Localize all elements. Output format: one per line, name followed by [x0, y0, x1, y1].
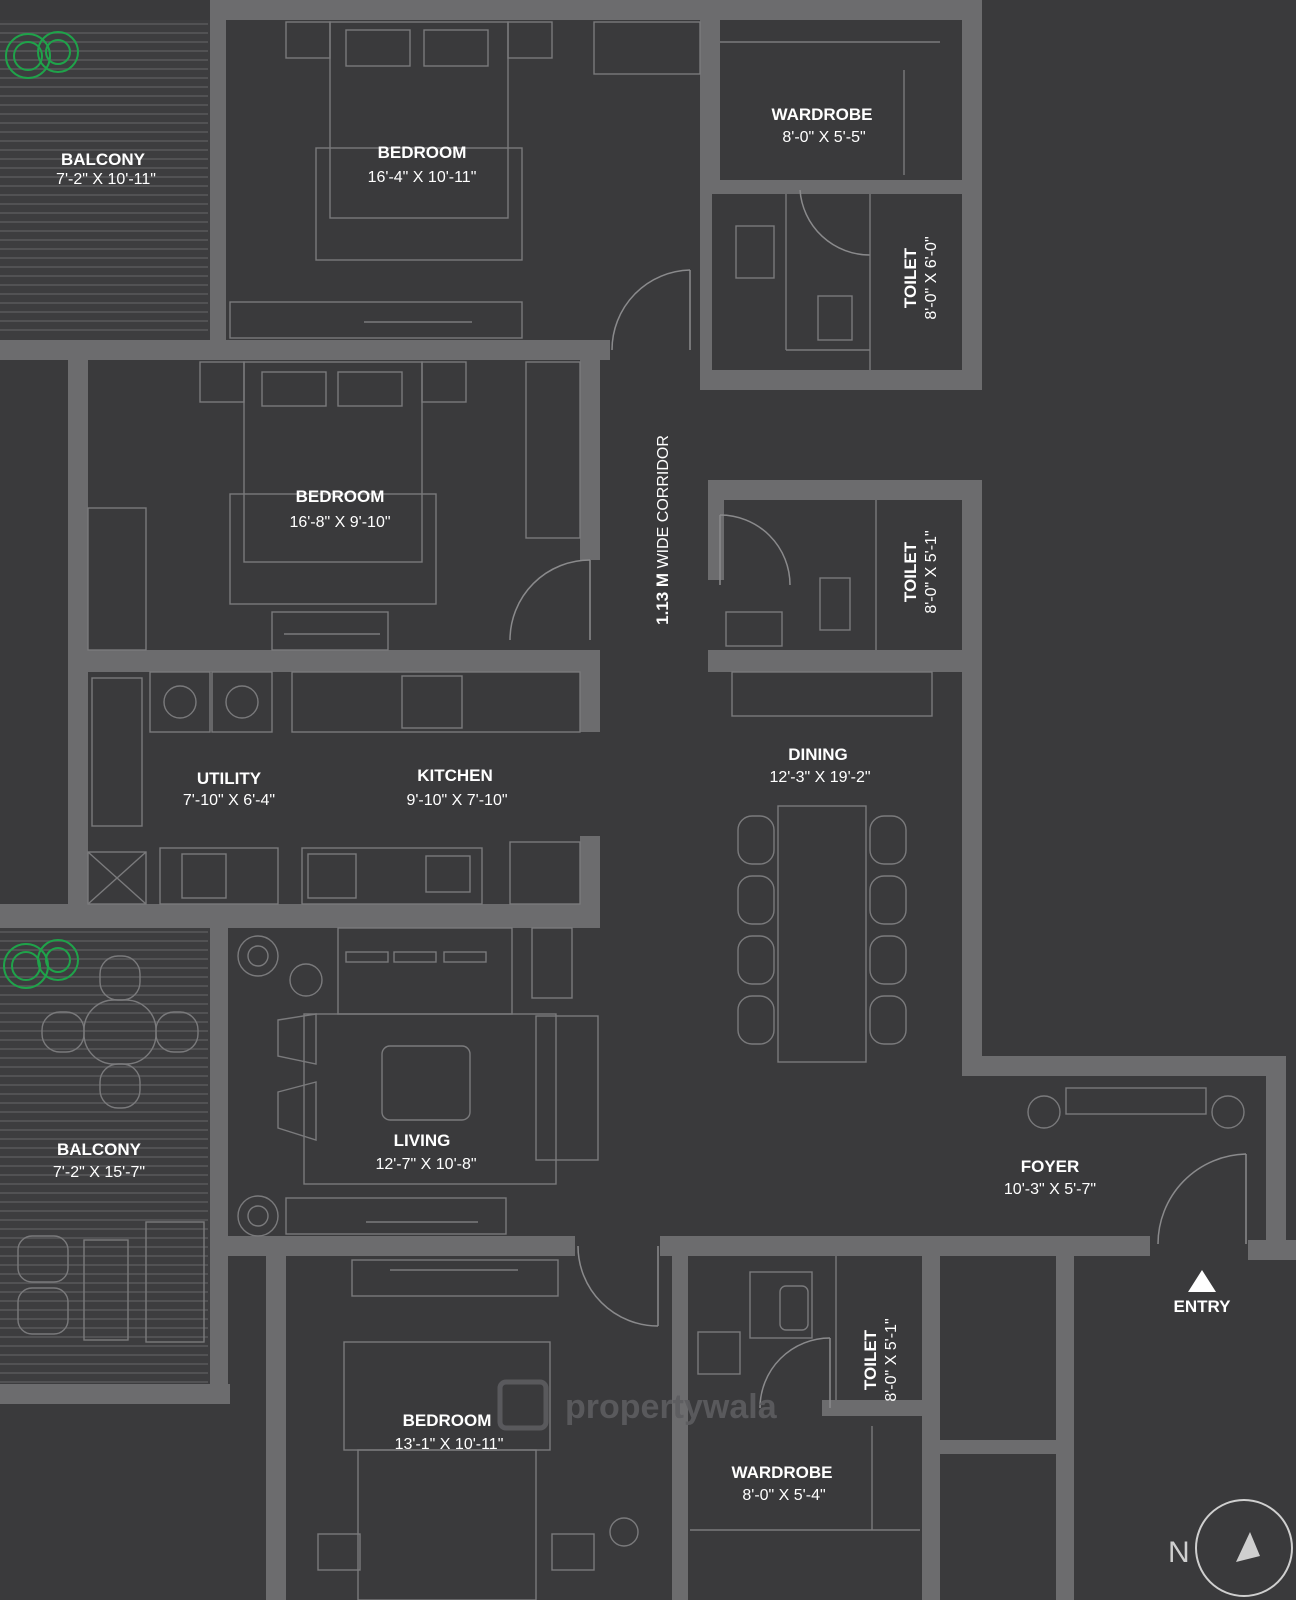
wardrobe-top-dims: 8'-0" X 5'-5" — [782, 129, 865, 146]
bedroom-3-dims: 13'-1" X 10'-11" — [395, 1436, 504, 1453]
room-labels: BALCONY 7'-2" X 10'-11" BEDROOM 16'-4" X… — [53, 105, 1096, 1504]
kitchen-dims: 9'-10" X 7'-10" — [406, 792, 507, 809]
corridor-label-bold: 1.13 M — [653, 573, 672, 625]
north-label: N — [1168, 1536, 1190, 1569]
plant-bottom — [3, 939, 79, 989]
toilet-2-name: TOILET — [901, 541, 920, 602]
bedroom-2-dims: 16'-8" X 9'-10" — [289, 514, 390, 531]
balcony-top-name: BALCONY — [61, 150, 146, 169]
furniture — [17, 21, 1245, 1600]
plant-top — [5, 31, 79, 79]
watermark-text: propertywala — [565, 1388, 778, 1426]
corridor-label-rest: WIDE CORRIDOR — [655, 435, 672, 573]
compass-arrow-icon — [1236, 1532, 1260, 1562]
watermark: propertywala — [497, 1379, 778, 1431]
toilet-3-name: TOILET — [861, 1329, 880, 1390]
north-compass: N — [1168, 1499, 1293, 1597]
wardrobe-bottom-dims: 8'-0" X 5'-4" — [742, 1487, 825, 1504]
wardrobe-top-name: WARDROBE — [771, 105, 872, 124]
foyer-dims: 10'-3" X 5'-7" — [1004, 1181, 1096, 1198]
bedroom-3-name: BEDROOM — [403, 1411, 492, 1430]
foyer-name: FOYER — [1021, 1157, 1080, 1176]
balcony-bottom-decking — [0, 928, 210, 1388]
dining-dims: 12'-3" X 19'-2" — [769, 769, 870, 786]
utility-name: UTILITY — [197, 769, 262, 788]
balcony-bottom-name: BALCONY — [57, 1140, 142, 1159]
entry-label: ENTRY — [1174, 1297, 1232, 1316]
watermark-logo-icon — [497, 1379, 549, 1431]
bedroom-2-name: BEDROOM — [296, 487, 385, 506]
toilet-2-dims: 8'-0" X 5'-1" — [923, 530, 940, 613]
corridor-label: 1.13 M WIDE CORRIDOR — [653, 435, 672, 625]
compass-ring — [1195, 1499, 1293, 1597]
balcony-bottom-dims: 7'-2" X 15'-7" — [53, 1164, 145, 1181]
living-dims: 12'-7" X 10'-8" — [375, 1156, 476, 1173]
doors — [509, 189, 1247, 1409]
wardrobe-bottom-name: WARDROBE — [731, 1463, 832, 1482]
balcony-top-dims: 7'-2" X 10'-11" — [56, 171, 156, 188]
toilet-1-dims: 8'-0" X 6'-0" — [923, 236, 940, 319]
utility-dims: 7'-10" X 6'-4" — [183, 792, 275, 809]
toilet-3-dims: 8'-0" X 5'-1" — [883, 1318, 900, 1401]
entry-marker: ENTRY — [1174, 1270, 1232, 1316]
dining-name: DINING — [788, 745, 848, 764]
bedroom-1-name: BEDROOM — [378, 143, 467, 162]
bedroom-1-dims: 16'-4" X 10'-11" — [368, 169, 477, 186]
living-name: LIVING — [394, 1131, 451, 1150]
entry-arrow-icon — [1188, 1270, 1216, 1292]
balcony-top-decking — [0, 20, 210, 340]
kitchen-name: KITCHEN — [417, 766, 493, 785]
toilet-1-name: TOILET — [901, 247, 920, 308]
